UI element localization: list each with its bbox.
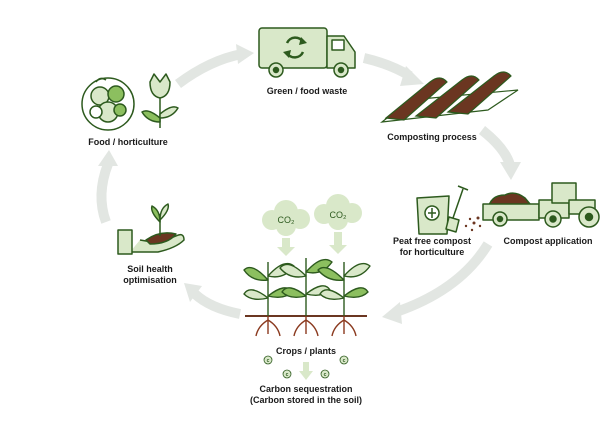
- label-soil-health-1: Soil health: [127, 264, 173, 274]
- arrow-soil-health-to-food: [96, 162, 113, 224]
- arrowhead-3: [500, 162, 521, 180]
- carbon-down-arrow: [299, 362, 313, 380]
- hand-seedling-icon: [117, 203, 185, 255]
- carbon-c-4: c: [324, 372, 327, 378]
- arrowhead-2: [400, 66, 424, 86]
- vegetables-icon: [81, 77, 135, 131]
- co2-label-right: CO₂: [330, 210, 348, 220]
- co2-label-left: CO₂: [278, 215, 296, 225]
- label-crops: Crops / plants: [276, 346, 336, 356]
- cycle-arrows: [96, 49, 515, 319]
- label-compost-application: Compost application: [503, 236, 592, 246]
- spade-icon: [445, 185, 469, 233]
- label-green-waste: Green / food waste: [267, 86, 348, 96]
- label-composting: Composting process: [387, 132, 477, 142]
- arrowhead-6: [98, 150, 118, 166]
- label-food: Food / horticulture: [88, 137, 168, 147]
- label-carbon-2: (Carbon stored in the soil): [250, 395, 362, 405]
- arrowhead-5: [184, 283, 202, 302]
- co2-arrows: [277, 232, 347, 256]
- arrowhead-4: [382, 302, 402, 324]
- arrowhead-1: [236, 44, 254, 64]
- carbon-c-3: c: [286, 372, 289, 378]
- compost-scatter: [464, 216, 482, 232]
- arrow-heads: [98, 44, 521, 324]
- arrow-application-to-crops: [394, 241, 493, 317]
- compost-bag-icon: [416, 195, 450, 235]
- arrow-composting-to-application: [478, 126, 515, 167]
- label-carbon-1: Carbon sequestration: [259, 384, 352, 394]
- arrow-crops-to-soil-health: [191, 290, 242, 319]
- carbon-c-2: c: [343, 358, 346, 364]
- truck-icon: [258, 27, 356, 78]
- label-peat-free-1: Peat free compost: [393, 236, 471, 246]
- roots: [255, 316, 357, 337]
- label-soil-health-2: optimisation: [123, 275, 177, 285]
- plants-icon: [243, 258, 371, 337]
- carbon-c-1: c: [267, 358, 270, 364]
- cloud-icon: [262, 200, 310, 236]
- tractor-icon: [482, 182, 600, 228]
- tulip-icon: [141, 73, 179, 128]
- arrow-food-to-waste: [175, 49, 244, 89]
- arrow-waste-to-composting: [362, 53, 413, 81]
- label-peat-free-2: for horticulture: [400, 247, 465, 257]
- compost-windrow-icon: [379, 71, 519, 123]
- carbon-particles: [263, 355, 349, 379]
- cloud-icon: [314, 194, 362, 230]
